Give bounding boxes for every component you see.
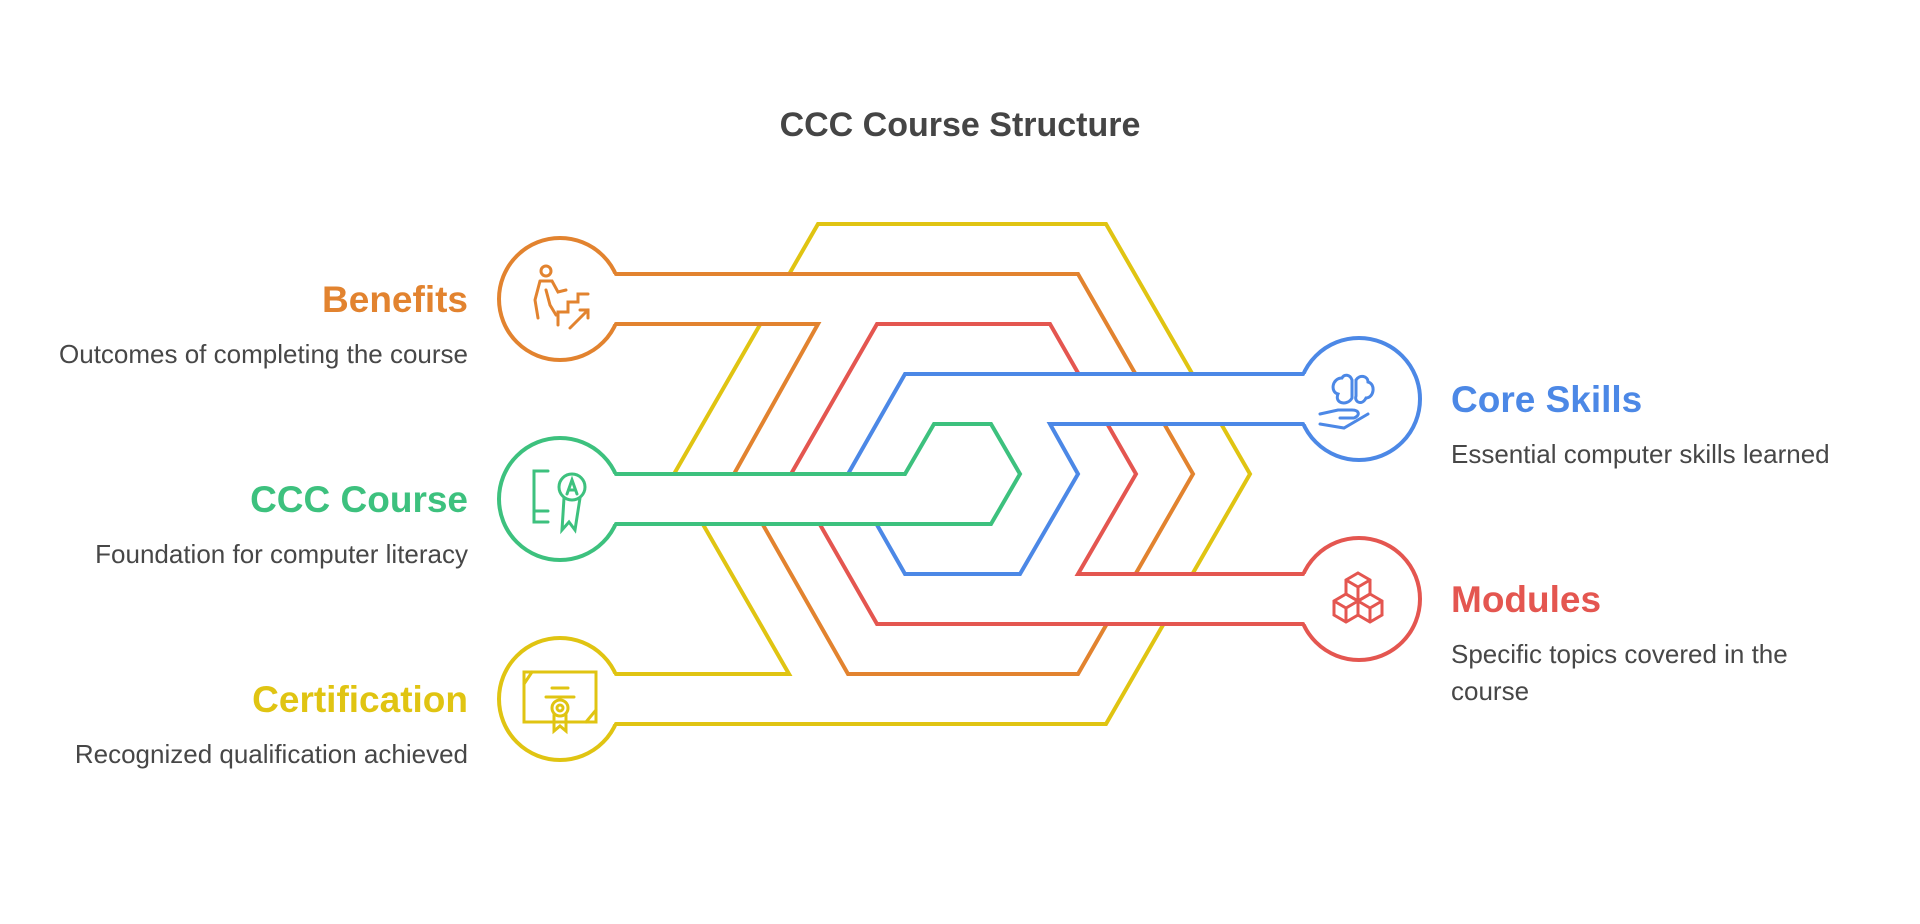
brain-hand-icon xyxy=(1318,373,1375,430)
core-skills-description: Essential computer skills learned xyxy=(1451,439,1830,469)
modules-item: Modules Specific topics covered in the c… xyxy=(1451,578,1871,710)
page-title: CCC Course Structure xyxy=(779,106,1141,144)
ccc-course-band xyxy=(497,422,1023,562)
certification-description: Recognized qualification achieved xyxy=(74,739,468,769)
certification-item: Certification Recognized qualification a… xyxy=(48,678,468,773)
certification-heading: Certification xyxy=(252,679,468,720)
benefits-description: Outcomes of completing the course xyxy=(59,339,468,369)
certificate-badge-icon xyxy=(532,469,587,535)
person-climbing-stairs-icon xyxy=(533,264,590,330)
cubes-icon xyxy=(1332,571,1384,624)
benefits-item: Benefits Outcomes of completing the cour… xyxy=(48,278,468,373)
ccc-course-item: CCC Course Foundation for computer liter… xyxy=(48,478,468,573)
core-skills-heading: Core Skills xyxy=(1451,379,1643,420)
ccc-course-description: Foundation for computer literacy xyxy=(95,539,468,569)
ccc-course-heading: CCC Course xyxy=(250,479,468,520)
core-skills-item: Core Skills Essential computer skills le… xyxy=(1451,378,1871,473)
modules-heading: Modules xyxy=(1451,579,1602,620)
diploma-icon xyxy=(522,670,598,735)
modules-description: Specific topics covered in the course xyxy=(1451,639,1788,706)
benefits-heading: Benefits xyxy=(322,279,468,320)
